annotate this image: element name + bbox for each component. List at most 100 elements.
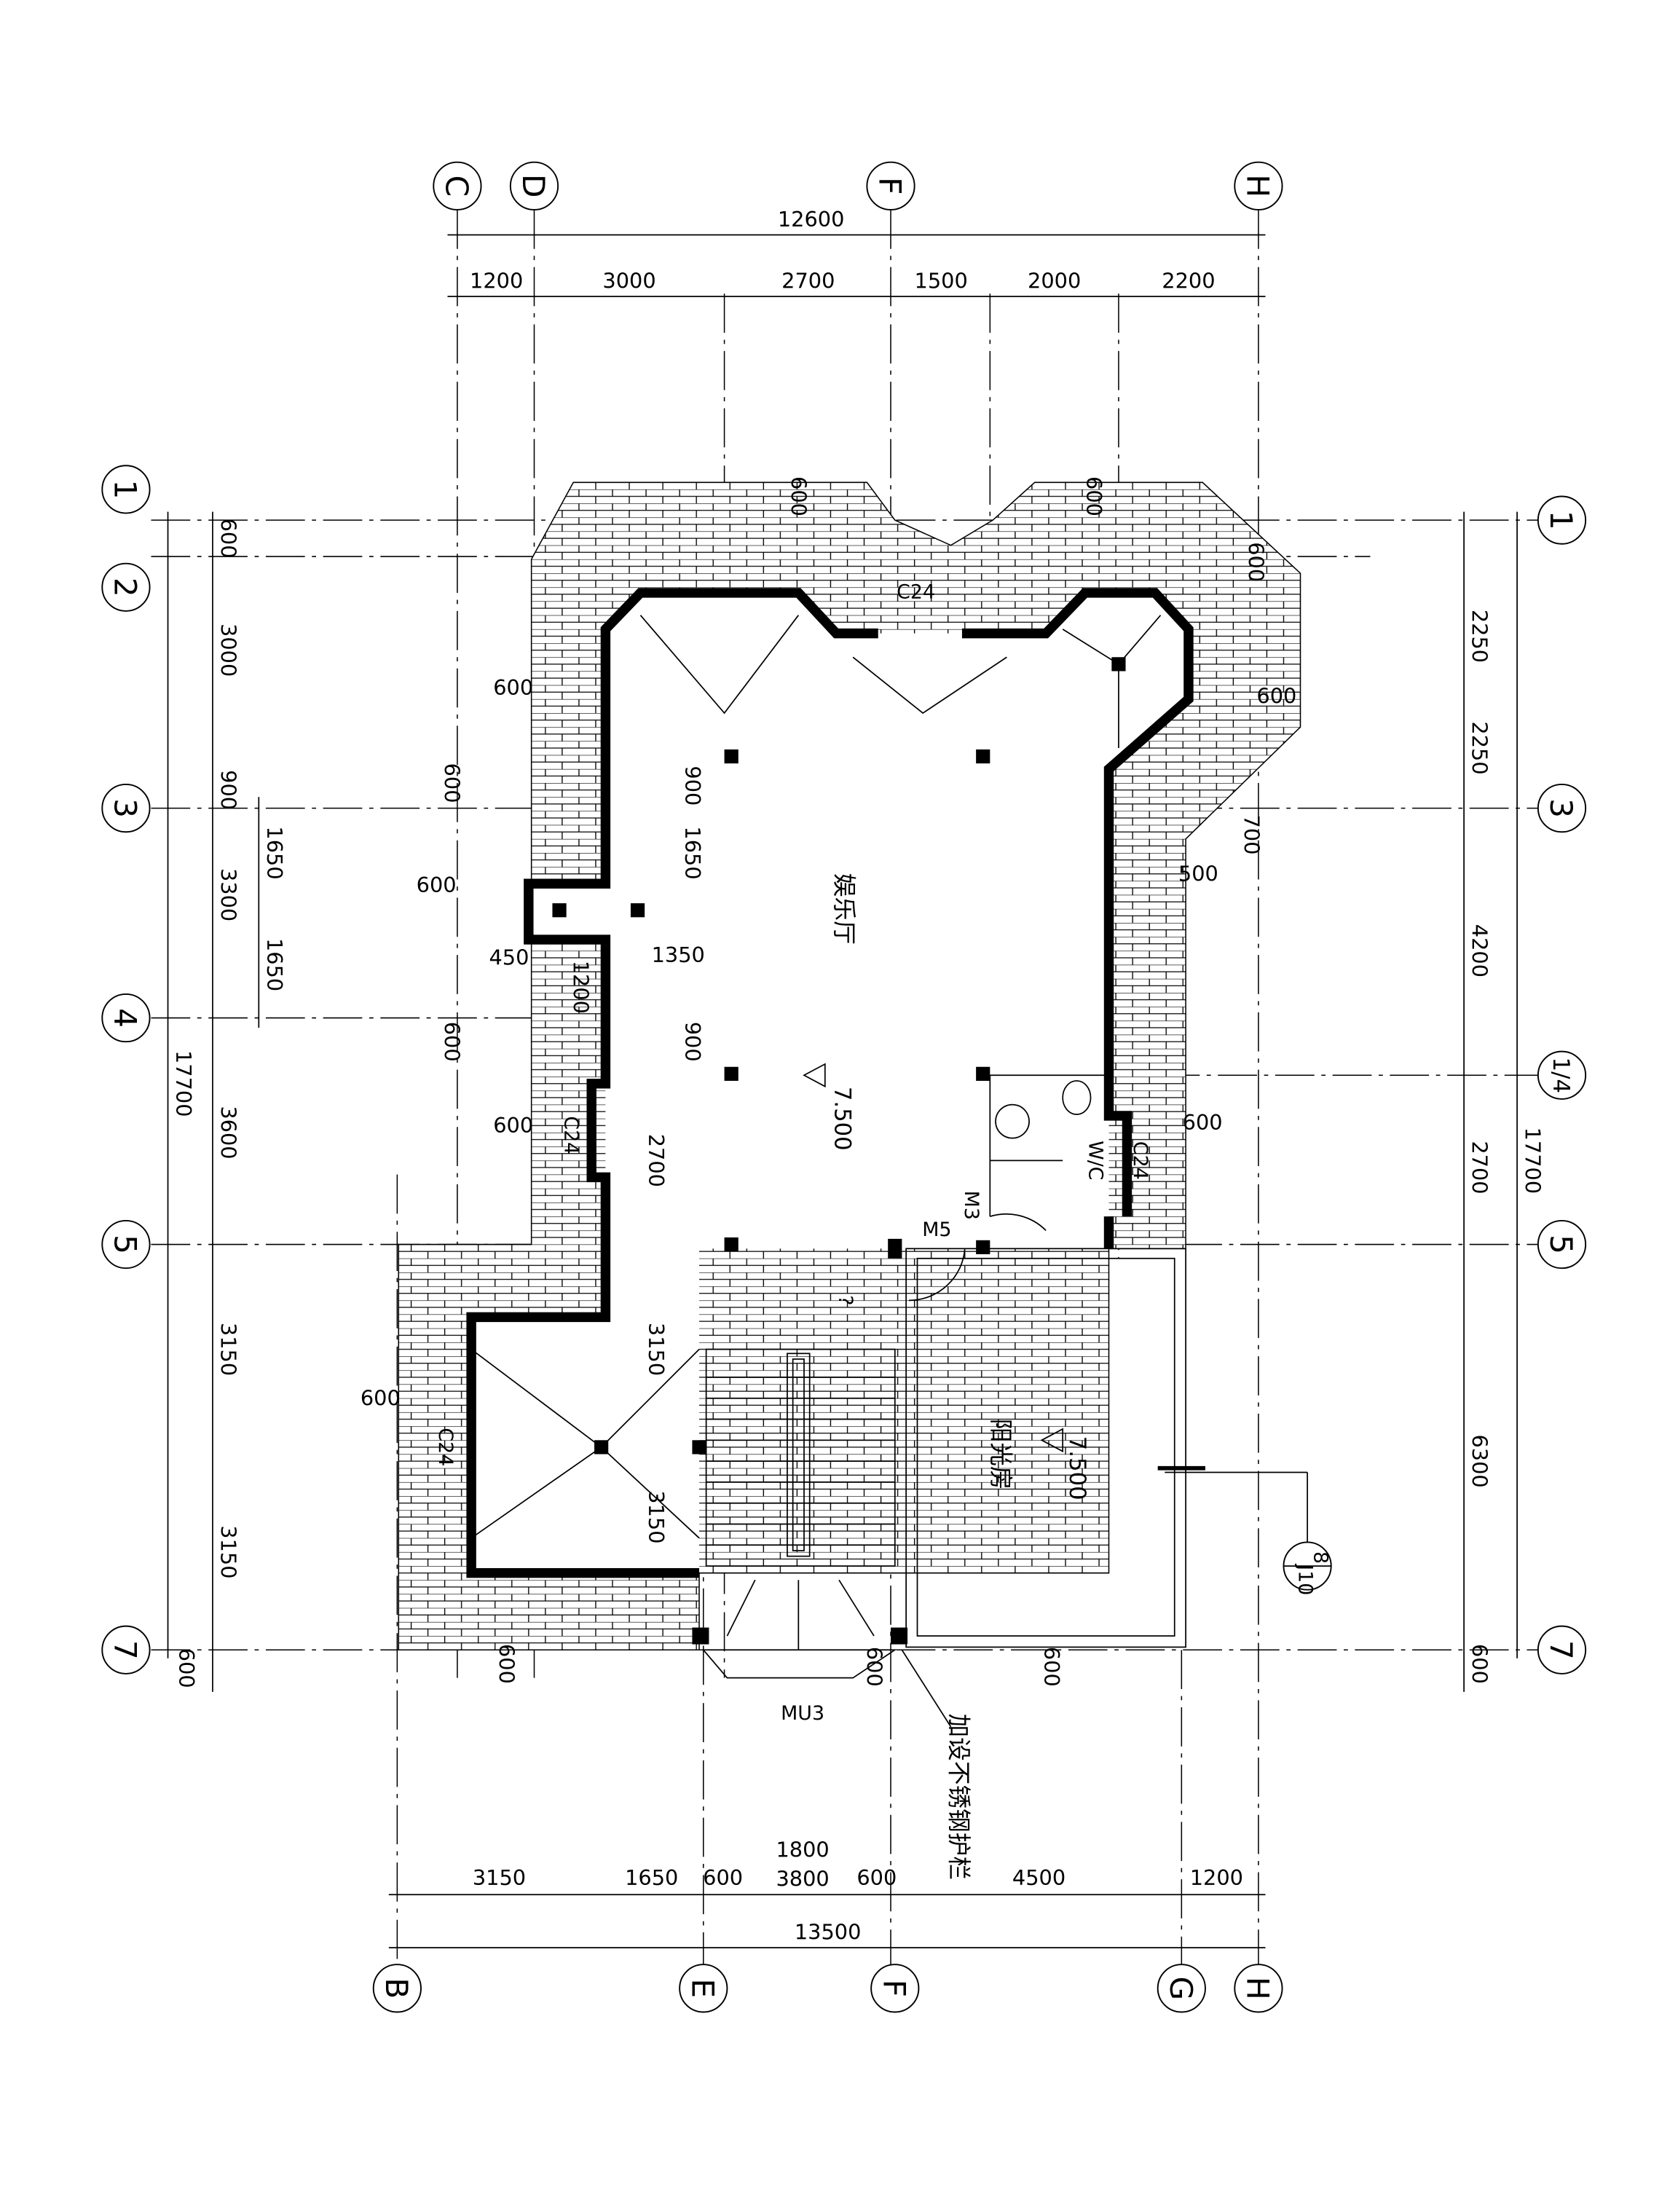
svg-text:1650: 1650	[262, 826, 287, 879]
svg-text:600: 600	[216, 519, 240, 559]
svg-text:12600: 12600	[778, 207, 845, 232]
bottom-dimensions: 3150 1650 600 3800 1800 600 4500 1200 13…	[473, 1837, 1243, 1944]
svg-text:C: C	[439, 176, 475, 197]
svg-text:4: 4	[108, 1008, 143, 1028]
svg-text:600: 600	[440, 763, 465, 803]
opening-labels: C24 C24 C24 C24 M3 M5 MU3	[434, 581, 1151, 1725]
svg-text:1200: 1200	[568, 961, 593, 1014]
svg-text:D: D	[516, 174, 551, 198]
svg-text:1650: 1650	[680, 826, 705, 879]
svg-text:1/4: 1/4	[1548, 1058, 1574, 1093]
svg-text:4500: 4500	[1012, 1865, 1066, 1890]
svg-text:C24: C24	[1129, 1141, 1151, 1180]
svg-text:MU3: MU3	[781, 1702, 824, 1725]
svg-text:600: 600	[1256, 684, 1296, 709]
svg-text:C24: C24	[434, 1428, 457, 1466]
svg-text:3150: 3150	[216, 1525, 240, 1578]
svg-text:M3: M3	[960, 1191, 982, 1220]
thin-walls	[701, 1074, 1308, 1679]
svg-text:600: 600	[174, 1648, 199, 1688]
top-dimensions: 12600 1200 3000 2700 1500 2000 2200	[470, 207, 1216, 293]
svg-text:C24: C24	[560, 1116, 583, 1154]
svg-text:F: F	[873, 177, 908, 194]
svg-text:1: 1	[108, 479, 143, 499]
railing-note: 加设不锈钢护栏	[945, 1714, 973, 1880]
svg-text:600: 600	[1183, 1110, 1223, 1135]
svg-text:600: 600	[361, 1385, 401, 1410]
axis-bubbles-top: C D F H	[433, 161, 1283, 210]
svg-text:8: 8	[1309, 1551, 1332, 1564]
svg-text:900: 900	[680, 1022, 705, 1062]
svg-text:3600: 3600	[216, 1106, 240, 1159]
svg-text:600: 600	[440, 1022, 465, 1062]
axis-bubbles-left: 1 2 3 4 5 7	[101, 465, 151, 1674]
svg-text:J10: J10	[1294, 1563, 1317, 1595]
axis-bubbles-right: 1 3 1/4 5 7	[1537, 495, 1587, 1674]
svg-text:1200: 1200	[1190, 1865, 1243, 1890]
svg-text:2700: 2700	[644, 1134, 669, 1187]
svg-text:600: 600	[417, 873, 457, 897]
svg-text:600: 600	[856, 1865, 897, 1890]
level-entertainment: 7.500	[829, 1087, 855, 1151]
svg-text:17700: 17700	[171, 1050, 196, 1117]
svg-text:500: 500	[1178, 861, 1218, 886]
svg-text:1: 1	[1543, 511, 1579, 530]
exterior-wall-east	[961, 588, 1194, 1217]
svg-text:4200: 4200	[1468, 924, 1492, 977]
room-wc: W/C	[1084, 1141, 1107, 1180]
svg-text:1200: 1200	[470, 268, 523, 293]
svg-text:7: 7	[1543, 1640, 1579, 1660]
right-dimensions: 2250 2250 4200 2700 6300 600 17700	[1468, 610, 1545, 1684]
room-sunroom: 阳光房	[987, 1419, 1015, 1490]
svg-text:600: 600	[703, 1865, 743, 1890]
svg-text:3150: 3150	[644, 1490, 669, 1543]
svg-text:1350: 1350	[652, 942, 705, 967]
svg-text:600: 600	[493, 1113, 533, 1138]
room-entertainment: 娱乐厅	[830, 873, 858, 945]
svg-text:3: 3	[1543, 798, 1579, 818]
svg-text:5: 5	[1543, 1235, 1579, 1254]
svg-text:600: 600	[862, 1647, 886, 1687]
exterior-wall	[466, 588, 878, 1578]
svg-text:600: 600	[1468, 1644, 1492, 1684]
svg-text:600: 600	[495, 1644, 519, 1684]
svg-text:3800: 3800	[776, 1867, 829, 1892]
detail-reference: 8 J10	[1283, 1541, 1332, 1595]
interior-dimensions: 600 600 600 600 600 900 1650 1350 1200 4…	[361, 476, 1296, 1687]
svg-text:3000: 3000	[216, 623, 240, 677]
svg-text:7: 7	[108, 1640, 143, 1660]
svg-text:2700: 2700	[781, 268, 835, 293]
svg-text:600: 600	[493, 675, 533, 700]
svg-text:3150: 3150	[644, 1323, 669, 1376]
svg-text:G: G	[1163, 1976, 1199, 2000]
svg-text:1650: 1650	[262, 938, 287, 991]
svg-text:2250: 2250	[1468, 721, 1492, 774]
svg-text:3150: 3150	[216, 1323, 240, 1376]
svg-text:450: 450	[489, 945, 529, 970]
svg-text:5: 5	[108, 1235, 143, 1254]
svg-text:2000: 2000	[1028, 268, 1081, 293]
svg-text:600: 600	[1039, 1647, 1064, 1687]
svg-text:C24: C24	[897, 581, 935, 604]
dimension-lines	[167, 234, 1518, 1949]
svg-text:600: 600	[787, 476, 811, 516]
left-dimensions: 600 3000 900 3300 3600 3150 3150 600 177…	[171, 519, 287, 1688]
svg-text:B: B	[379, 1977, 414, 1999]
svg-text:1650: 1650	[625, 1865, 678, 1890]
svg-text:H: H	[1240, 174, 1276, 197]
stair-treads	[706, 1377, 895, 1650]
stair-mark: ?	[834, 1295, 856, 1305]
svg-text:13500: 13500	[795, 1920, 862, 1945]
room-labels: 娱乐厅 7.500 阳光房 7.500 W/C ?	[803, 873, 1107, 1500]
interior-floor	[471, 592, 1189, 1573]
svg-text:900: 900	[680, 765, 705, 806]
svg-text:6300: 6300	[1468, 1434, 1492, 1487]
svg-text:2200: 2200	[1162, 268, 1215, 293]
svg-text:600: 600	[1243, 542, 1268, 582]
svg-text:M5: M5	[922, 1219, 951, 1241]
svg-text:H: H	[1240, 1977, 1276, 2000]
svg-text:600: 600	[1082, 476, 1106, 516]
svg-text:900: 900	[216, 770, 240, 810]
svg-text:3150: 3150	[473, 1865, 526, 1890]
